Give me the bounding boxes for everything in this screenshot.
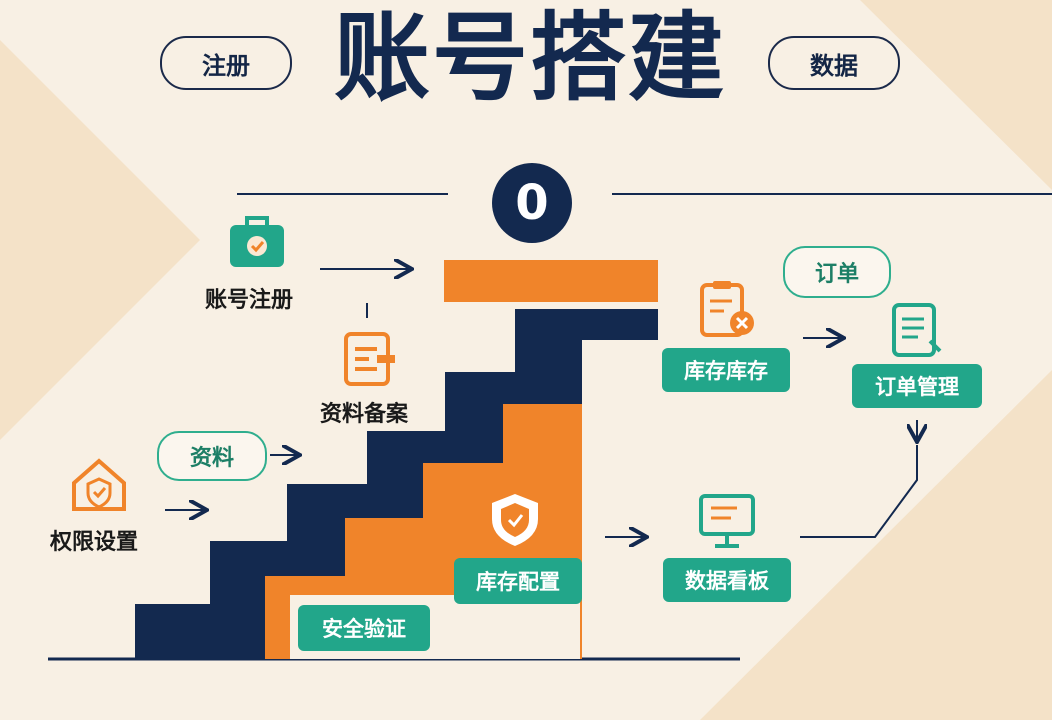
document-icon xyxy=(344,332,395,386)
account-register-label: 账号注册 xyxy=(205,288,294,313)
order-pill[interactable]: 订单 xyxy=(783,246,891,298)
permission-settings-label: 权限设置 xyxy=(50,530,139,555)
profile-pill[interactable]: 资料 xyxy=(157,431,267,481)
clipboard-x-icon xyxy=(700,281,754,337)
data-filing-label: 资料备案 xyxy=(320,402,409,427)
home-shield-icon xyxy=(72,458,126,511)
monitor-icon xyxy=(699,494,755,548)
inventory-config-button[interactable]: 库存配置 xyxy=(454,558,582,604)
shield-check-icon xyxy=(492,494,538,546)
page-title: 账号搭建 xyxy=(334,2,726,114)
data-dashboard-button[interactable]: 数据看板 xyxy=(663,558,791,602)
data-pill[interactable]: 数据 xyxy=(768,36,900,90)
inventory-button[interactable]: 库存库存 xyxy=(662,348,790,392)
invoice-icon xyxy=(892,303,942,357)
step-number-badge: 0 xyxy=(492,163,572,243)
register-pill[interactable]: 注册 xyxy=(160,36,292,90)
security-verify-button[interactable]: 安全验证 xyxy=(298,605,430,651)
order-management-button[interactable]: 订单管理 xyxy=(852,364,982,408)
top-orange-bar xyxy=(444,260,658,302)
briefcase-check-icon xyxy=(230,216,284,267)
